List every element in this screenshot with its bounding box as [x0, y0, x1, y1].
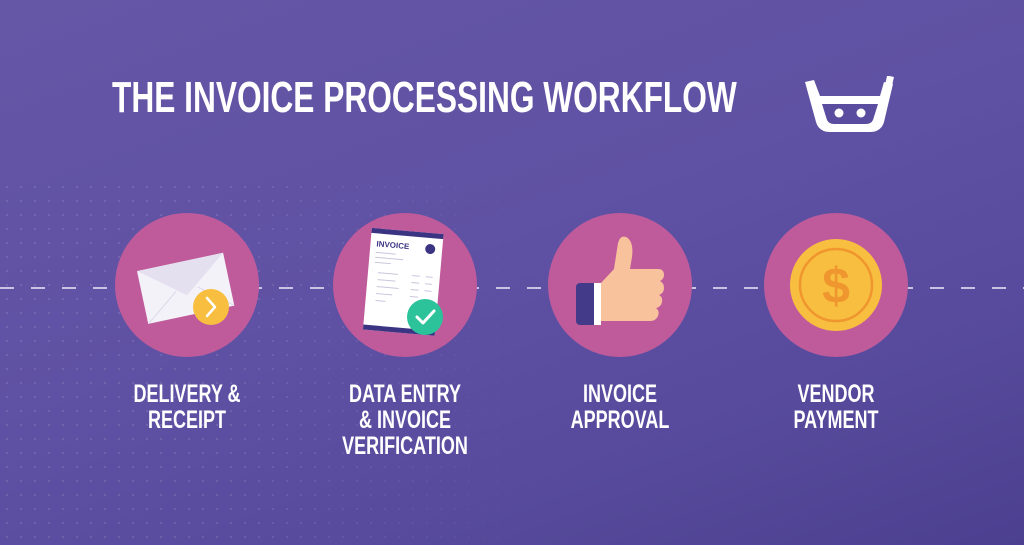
dollar-coin-icon: $	[790, 239, 882, 331]
step-circle: $	[764, 213, 908, 357]
step-label: DATA ENTRY & INVOICE VERIFICATION	[342, 380, 468, 460]
header: THE INVOICE PROCESSING WORKFLOW	[112, 76, 980, 120]
envelope-arrow-icon	[137, 252, 235, 325]
step-circle	[548, 213, 692, 357]
invoice-check-icon: INVOICE	[362, 227, 444, 336]
svg-text:INVOICE: INVOICE	[376, 239, 410, 251]
step-delivery-receipt: DELIVERY & RECEIPT	[115, 213, 259, 433]
thumbs-up-icon	[576, 236, 664, 325]
timeline-dashed-line	[0, 287, 1024, 289]
page-title: THE INVOICE PROCESSING WORKFLOW	[112, 73, 737, 122]
step-label: VENDOR PAYMENT	[793, 380, 879, 434]
step-circle	[115, 213, 259, 357]
step-label: INVOICE APPROVAL	[570, 380, 670, 434]
step-vendor-payment: $ VENDOR PAYMENT	[764, 213, 908, 433]
basket-robot-logo-icon	[805, 76, 894, 132]
dot-pattern-background	[0, 180, 560, 545]
step-circle: INVOICE	[333, 213, 477, 357]
step-label: DELIVERY & RECEIPT	[133, 380, 241, 434]
step-invoice-approval: INVOICE APPROVAL	[548, 213, 692, 433]
svg-text:$: $	[822, 258, 850, 314]
step-data-entry-verification: INVOICE DATA ENTRY & INVOICE VERIFICATIO…	[333, 213, 477, 459]
